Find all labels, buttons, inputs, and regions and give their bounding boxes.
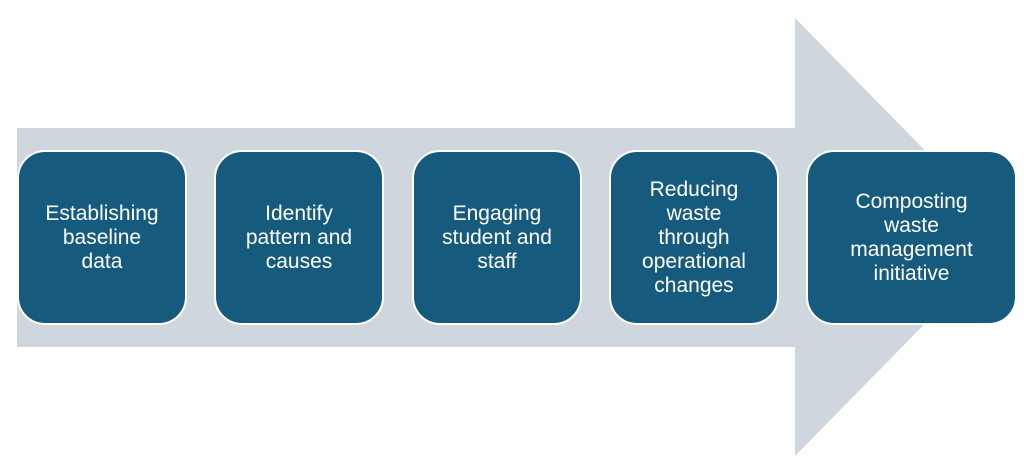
step-label: Composting waste management initiative	[850, 189, 973, 285]
step-identify-pattern-and-causes: Identify pattern and causes	[214, 150, 384, 325]
step-label: Reducing waste through operational chang…	[642, 177, 746, 297]
step-establishing-baseline-data: Establishing baseline data	[17, 150, 187, 325]
step-label: Identify pattern and causes	[245, 201, 353, 273]
step-reducing-waste: Reducing waste through operational chang…	[609, 150, 779, 325]
step-label: Establishing baseline data	[45, 201, 159, 273]
step-composting-initiative: Composting waste management initiative	[806, 150, 1017, 325]
step-label: Engaging student and staff	[442, 201, 552, 273]
step-engaging-student-and-staff: Engaging student and staff	[412, 150, 582, 325]
